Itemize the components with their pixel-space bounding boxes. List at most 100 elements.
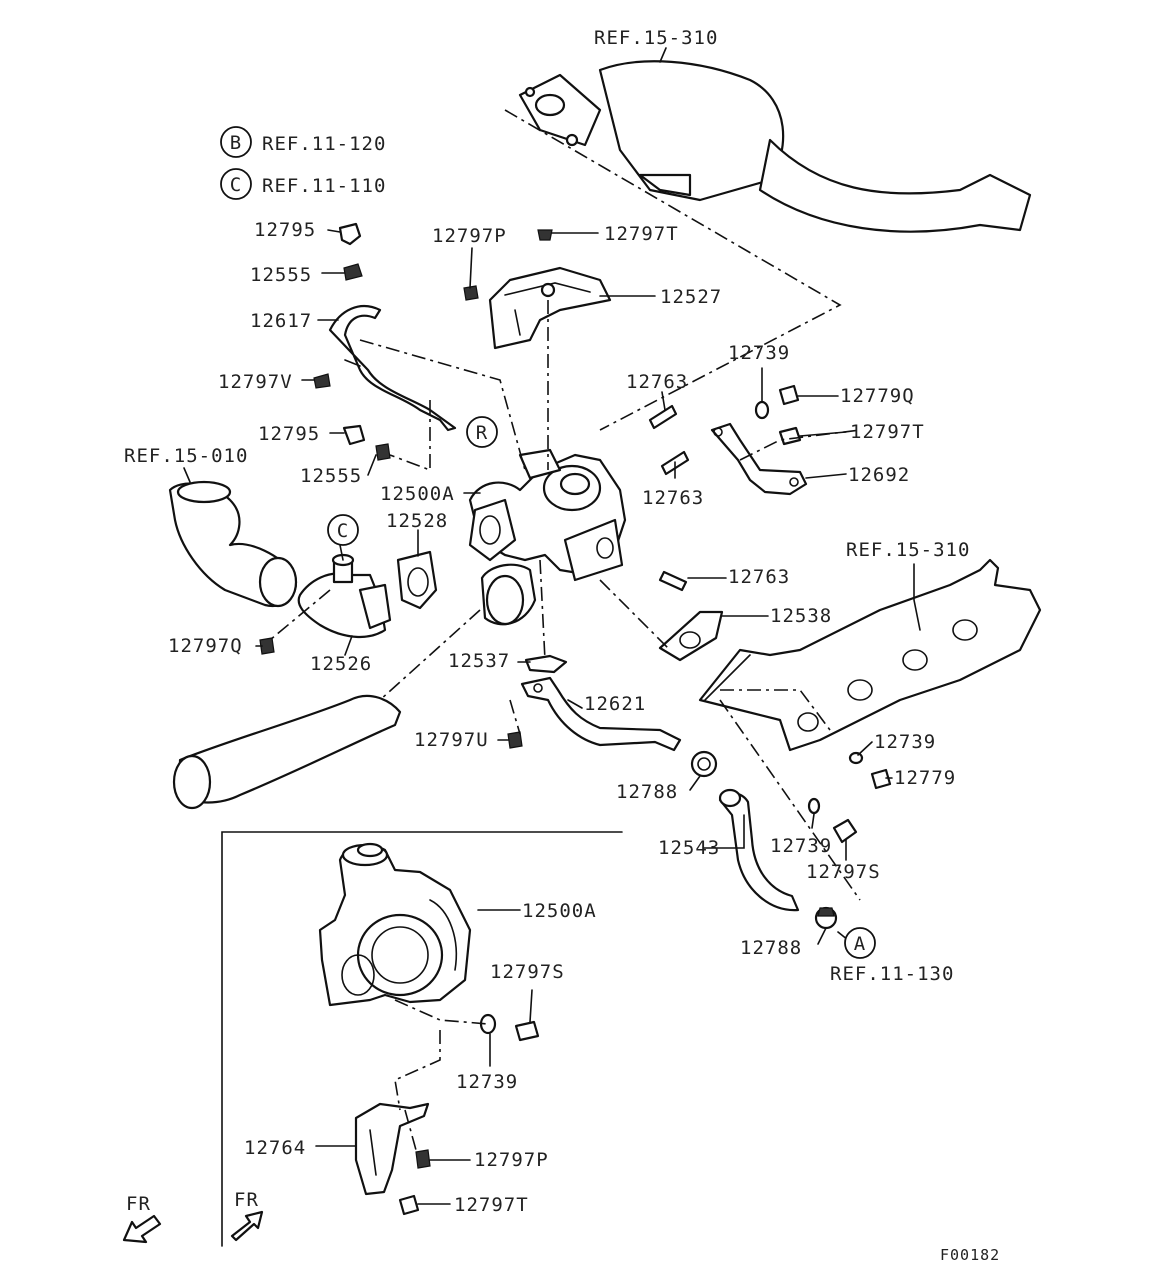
label-12779q: 12779Q [840, 385, 915, 407]
label-12797t-mid: 12797T [850, 421, 925, 443]
callout-r-letter: R [476, 422, 488, 444]
label-12797s-mid: 12797S [806, 861, 881, 883]
clamp-12788a-part [690, 750, 718, 778]
label-ref-15-310-mid: REF.15-310 [846, 539, 970, 561]
callout-r: R [466, 416, 498, 448]
label-12543: 12543 [658, 837, 720, 859]
turbocharger-12500a-part [468, 448, 627, 582]
heat-shield-12527-part [488, 266, 612, 350]
part-labels: REF.15-310 REF.11-120 REF.11-110 12795 1… [124, 27, 1000, 1264]
inset-turbocharger-12500a-part [318, 842, 472, 1007]
front-exhaust-pipe-part [518, 60, 1032, 233]
exhaust-manifold-ref-15-310-part [698, 558, 1042, 752]
stud-12763a-part [648, 404, 678, 430]
label-ref-15-010: REF.15-010 [124, 445, 248, 467]
callout-b-letter: B [230, 132, 242, 154]
label-12527: 12527 [660, 286, 722, 308]
label-ref-15-310-top: REF.15-310 [594, 27, 718, 49]
label-ref-11-130: REF.11-130 [830, 963, 954, 985]
washer-12739-top-part [754, 400, 770, 420]
label-12795a: 12795 [254, 219, 316, 241]
label-12739-top: 12739 [728, 342, 790, 364]
bolt-12795a-part [338, 222, 362, 246]
bolt-12797t-mid-part [778, 426, 802, 446]
intake-elbow-12526-part [297, 553, 392, 639]
label-12797p-top: 12797P [432, 225, 507, 247]
oil-pipe-12617-part [328, 305, 457, 432]
label-12779: 12779 [894, 767, 956, 789]
hose-12543-part [718, 788, 800, 912]
bolt-12797p-top-part [463, 285, 479, 301]
callout-c: C [220, 168, 252, 200]
leader-lines [183, 47, 921, 1205]
label-12538: 12538 [770, 605, 832, 627]
label-ref-11-110: REF.11-110 [262, 175, 386, 197]
label-12788a: 12788 [616, 781, 678, 803]
inset-heat-shield-12764-part [354, 1102, 430, 1196]
nut-12779q-part [778, 384, 800, 406]
inset-bolt-12797p-part [415, 1149, 431, 1169]
label-12795b: 12795 [258, 423, 320, 445]
gasket-12528-part [396, 550, 438, 610]
label-12797t-inset: 12797T [454, 1194, 529, 1216]
label-12763a: 12763 [626, 371, 688, 393]
label-12528: 12528 [386, 510, 448, 532]
label-ref-11-120: REF.11-120 [262, 133, 386, 155]
bolt-12797u-part [507, 731, 523, 749]
oil-return-pipe-12621-part [520, 676, 682, 752]
label-fr-inset: FR [234, 1189, 259, 1211]
label-12500a-top: 12500A [380, 483, 455, 505]
bolt-12795b-part [342, 424, 366, 446]
label-12763c: 12763 [728, 566, 790, 588]
reference-lines [269, 109, 861, 1151]
label-12537: 12537 [448, 650, 510, 672]
label-12797u: 12797U [414, 729, 489, 751]
gasket-12537-part [524, 654, 568, 674]
label-12739-inset: 12739 [456, 1071, 518, 1093]
washer-12739-low-part [807, 797, 821, 815]
callout-c-part-letter: C [337, 520, 349, 542]
inset-frame [221, 831, 623, 1247]
inset-bolt-12797t-part [398, 1194, 420, 1216]
label-12526: 12526 [310, 653, 372, 675]
label-12500a-inset: 12500A [522, 900, 597, 922]
label-12739-low: 12739 [770, 835, 832, 857]
label-12797s-inset: 12797S [490, 961, 565, 983]
callout-c-part: C [327, 514, 359, 546]
bolt-12797t-top-part [537, 229, 553, 241]
gasket-12538-part [658, 610, 724, 662]
washer-12739-mid-part [848, 751, 864, 765]
callout-b: B [220, 126, 252, 158]
bolt-12797v-part [313, 373, 331, 389]
gasket-12555b-part [375, 443, 391, 461]
label-12797v: 12797V [218, 371, 293, 393]
fr-arrow-main [122, 1214, 162, 1244]
intake-hose-ref-15-010-part [168, 480, 298, 608]
intake-pipe-part [172, 694, 402, 810]
clamp-12788b-part [814, 906, 838, 930]
label-12692: 12692 [848, 464, 910, 486]
label-12788b: 12788 [740, 937, 802, 959]
inset-bolt-12797s-part [514, 1020, 540, 1042]
bracket-12692-part [710, 422, 808, 496]
bolt-12797q-part [259, 637, 275, 655]
label-12621: 12621 [584, 693, 646, 715]
turbo-outlet-part [480, 563, 537, 626]
label-12555b: 12555 [300, 465, 362, 487]
label-12764: 12764 [244, 1137, 306, 1159]
label-12763b: 12763 [642, 487, 704, 509]
gasket-12555a-part [343, 263, 363, 281]
fr-arrow-inset [230, 1210, 264, 1242]
figure-code: F00182 [940, 1246, 1000, 1264]
callout-a: A [844, 927, 876, 959]
label-fr-main: FR [126, 1193, 151, 1215]
label-12797t-top: 12797T [604, 223, 679, 245]
stud-12763c-part [658, 570, 688, 592]
bolt-12797s-mid-part [832, 818, 858, 844]
label-12797q: 12797Q [168, 635, 243, 657]
nut-12779-part [870, 768, 892, 790]
label-12739-mid: 12739 [874, 731, 936, 753]
label-12797p-inset: 12797P [474, 1149, 549, 1171]
label-12617: 12617 [250, 310, 312, 332]
